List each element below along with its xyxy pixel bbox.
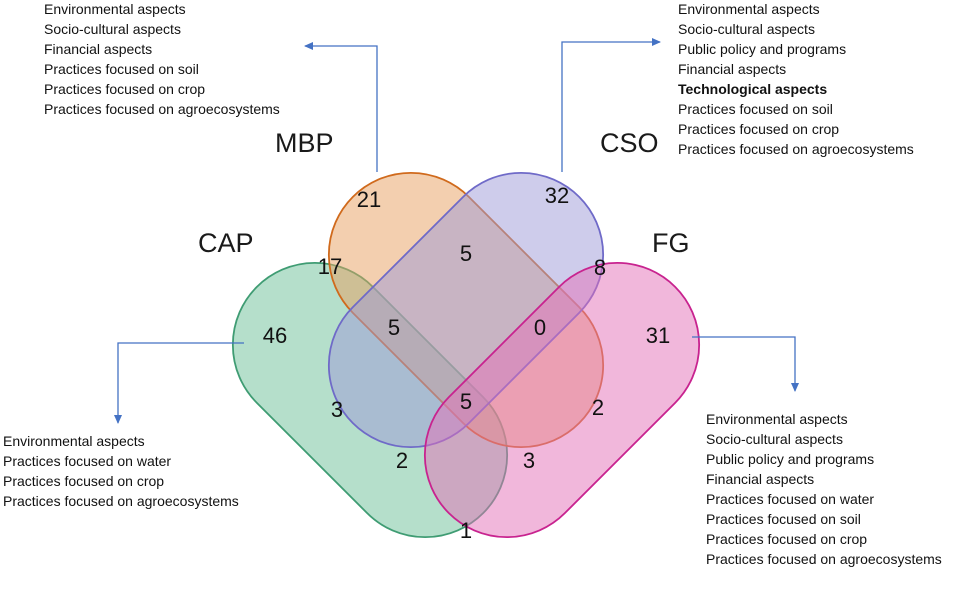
annotation-cap-line: Practices focused on water <box>3 453 172 469</box>
count-mbp-cso: 5 <box>460 241 472 266</box>
annotation-fg-line: Practices focused on crop <box>706 531 868 547</box>
count-all: 5 <box>460 389 472 414</box>
count-cso-only: 32 <box>545 183 569 208</box>
annotation-cso-line: Environmental aspects <box>678 1 820 17</box>
annotation-mbp-line: Socio-cultural aspects <box>44 21 181 37</box>
annotation-mbp-line: Financial aspects <box>44 41 153 57</box>
set-label-cap: CAP <box>198 228 254 258</box>
arrow-cap-connector <box>114 342 244 424</box>
annotation-fg-line: Practices focused on water <box>706 491 875 507</box>
annotation-cap-line: Environmental aspects <box>3 433 145 449</box>
annotation-fg-line: Practices focused on agroecosystems <box>706 551 942 567</box>
count-cap-mbp: 17 <box>318 254 342 279</box>
set-fg-shape <box>423 261 701 539</box>
count-cap-fg: 1 <box>460 518 472 543</box>
count-fg-only: 31 <box>646 323 670 348</box>
annotation-mbp-line: Practices focused on crop <box>44 81 206 97</box>
annotation-cap-line: Practices focused on agroecosystems <box>3 493 239 509</box>
annotation-cso-line: Practices focused on soil <box>678 101 833 117</box>
annotation-mbp-line: Environmental aspects <box>44 1 186 17</box>
count-mbp-fg: 2 <box>592 395 604 420</box>
annotation-mbp-line: Practices focused on agroecosystems <box>44 101 280 117</box>
annotation-mbp-line: Practices focused on soil <box>44 61 199 77</box>
count-cap-mbp-fg: 3 <box>523 448 535 473</box>
annotation-cso-line: Public policy and programs <box>678 41 847 57</box>
count-cap-mbp-cso: 5 <box>388 315 400 340</box>
annotation-fg-line: Financial aspects <box>706 471 815 487</box>
annotation-cso-line: Socio-cultural aspects <box>678 21 815 37</box>
arrow-mbp-connector <box>304 42 378 172</box>
arrow-cso-connector <box>561 38 661 172</box>
count-cso-fg: 8 <box>594 255 606 280</box>
count-cap-cso-fg: 2 <box>396 448 408 473</box>
set-label-cso: CSO <box>600 128 659 158</box>
arrow-fg-connector <box>692 336 799 392</box>
annotation-fg-line: Socio-cultural aspects <box>706 431 843 447</box>
annotation-fg-line: Practices focused on soil <box>706 511 861 527</box>
annotation-fg-line: Environmental aspects <box>706 411 848 427</box>
annotation-cso-line: Practices focused on crop <box>678 121 840 137</box>
count-mbp-cso-fg: 0 <box>534 315 546 340</box>
count-mbp-only: 21 <box>357 187 381 212</box>
count-cap-only: 46 <box>263 323 287 348</box>
annotation-cso-line: Technological aspects <box>678 81 828 97</box>
annotation-cap-line: Practices focused on crop <box>3 473 165 489</box>
annotation-cso-line: Practices focused on agroecosystems <box>678 141 914 157</box>
count-cap-cso: 3 <box>331 397 343 422</box>
set-label-fg: FG <box>652 228 690 258</box>
set-label-mbp: MBP <box>275 128 334 158</box>
annotation-fg-line: Public policy and programs <box>706 451 875 467</box>
annotation-cso-line: Financial aspects <box>678 61 787 77</box>
